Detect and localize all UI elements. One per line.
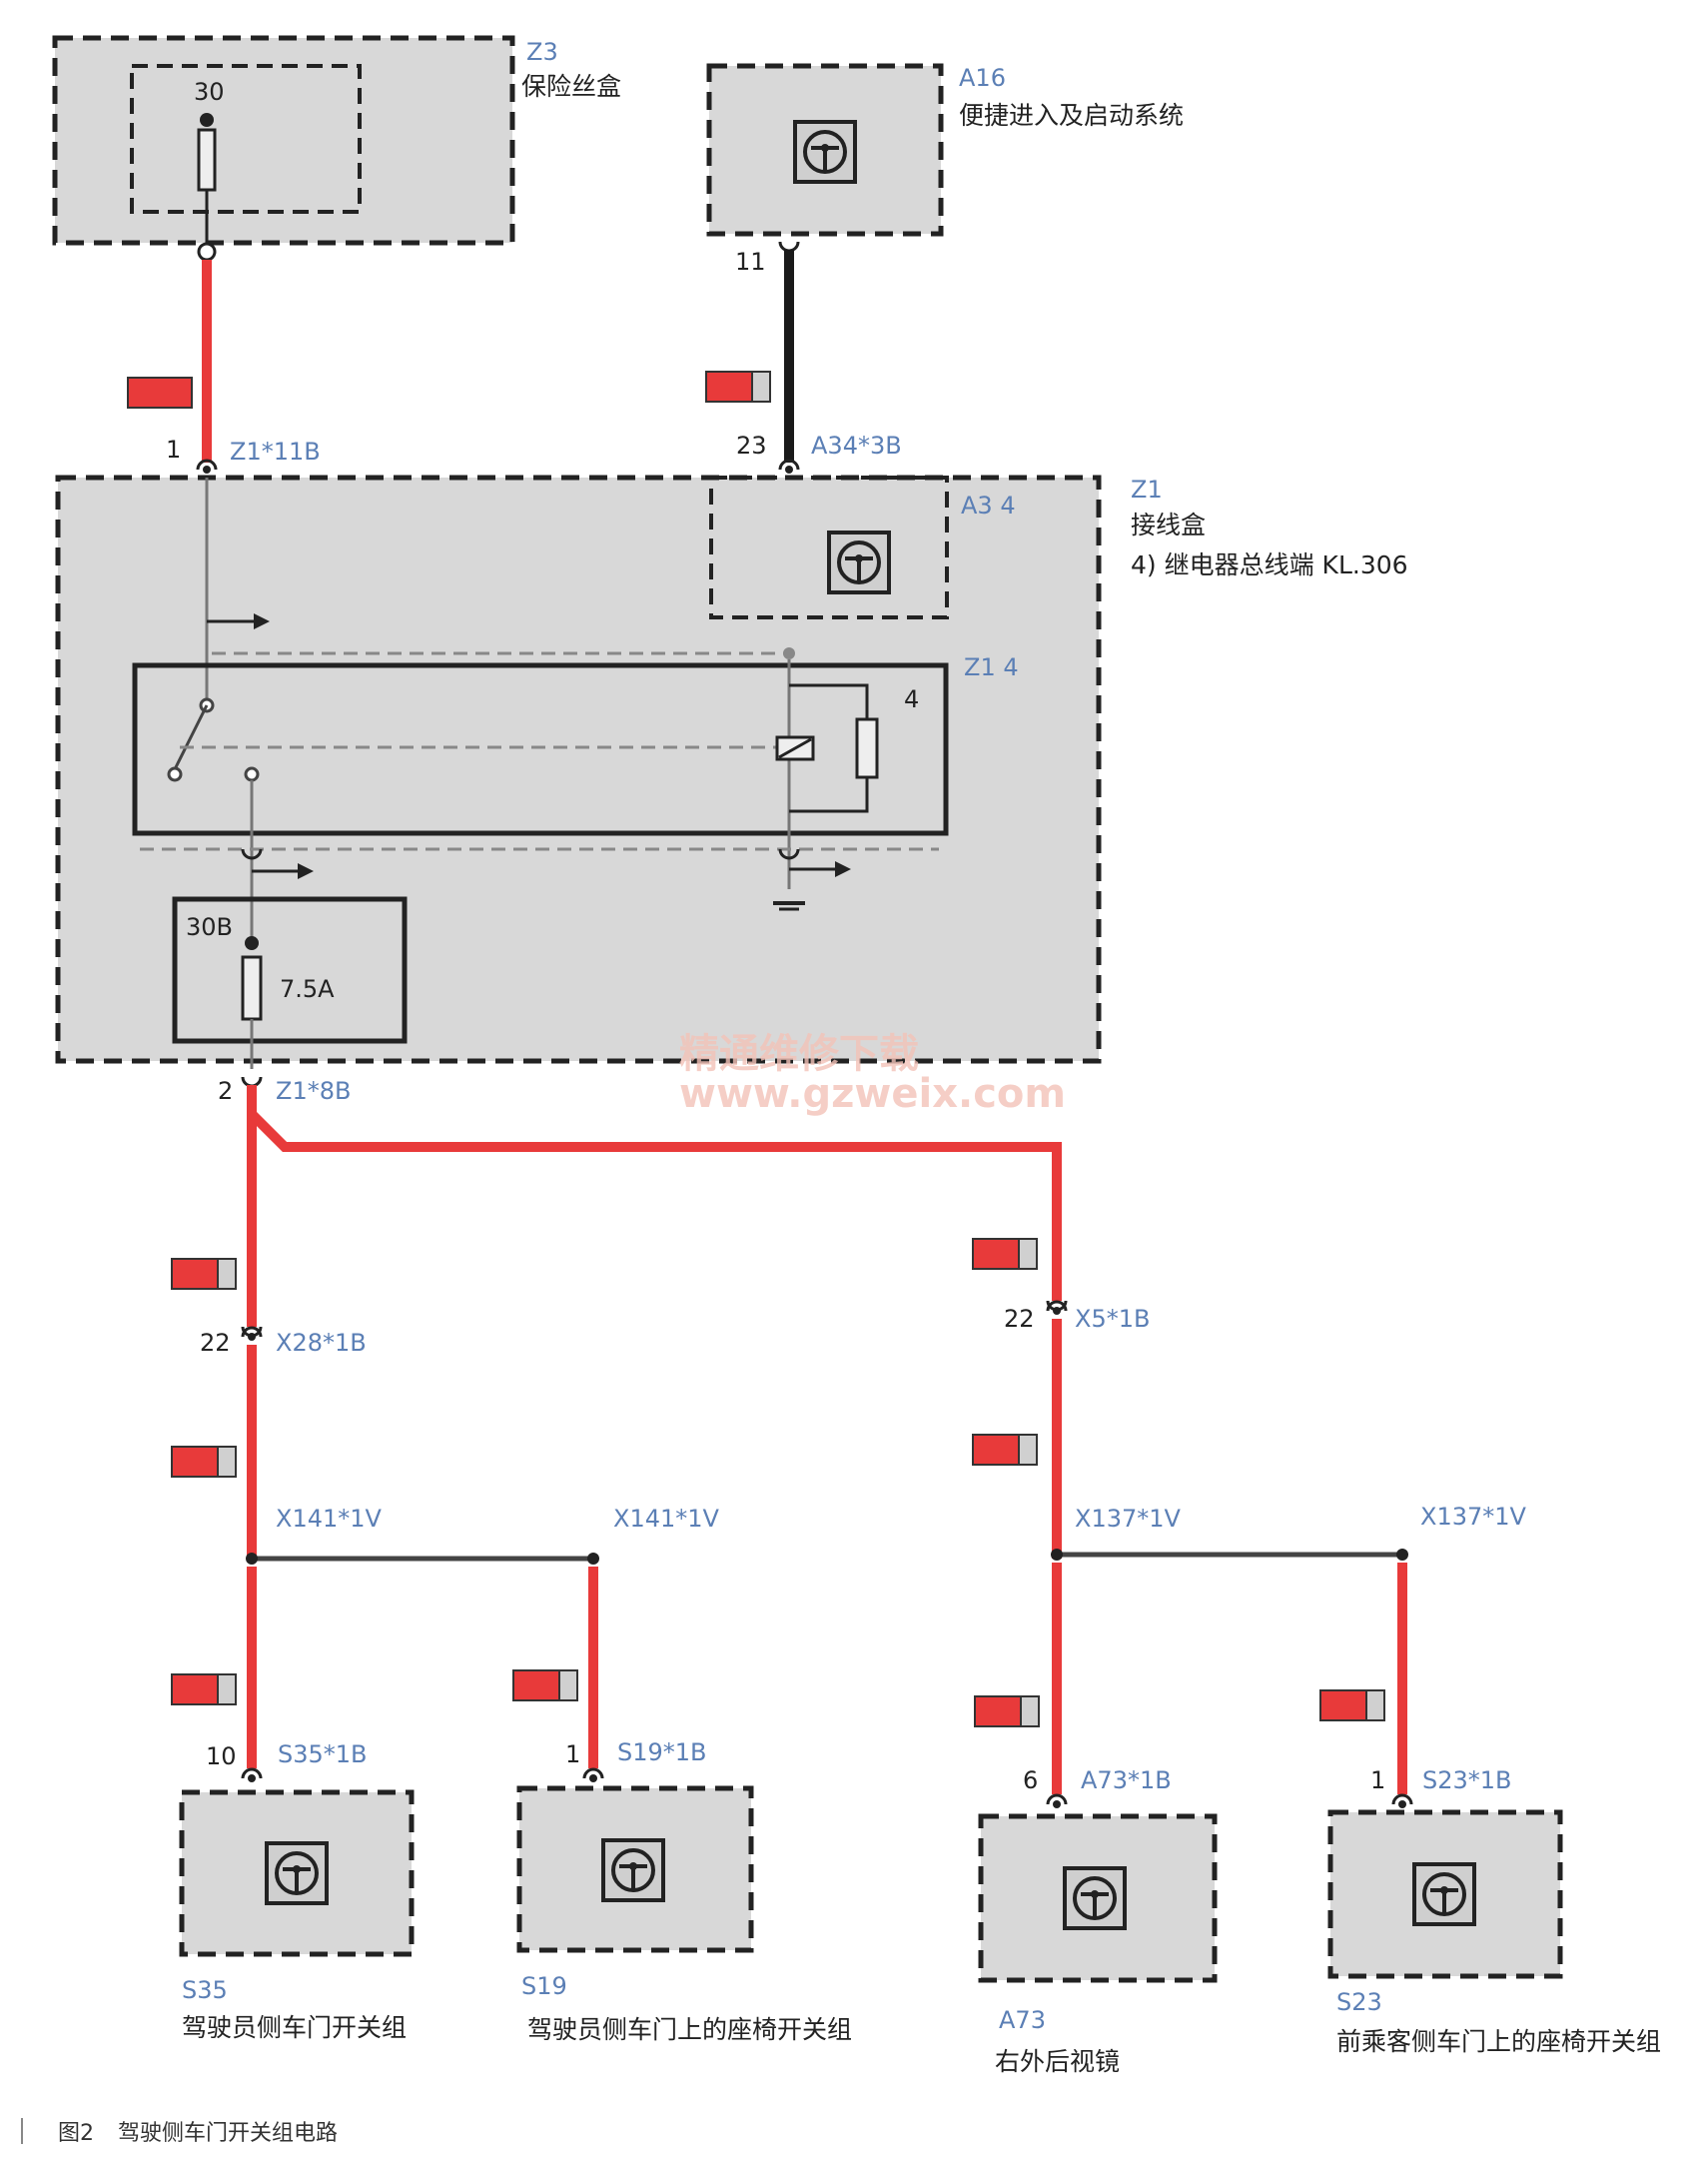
z3-code: Z3 [526, 38, 558, 66]
s35-code: S35 [182, 1976, 228, 2004]
s23-pin: 1 [1370, 1766, 1385, 1794]
x141-left-label: X141*1V [276, 1505, 383, 1533]
s23-conn-label: S23*1B [1422, 1766, 1512, 1794]
s19-switch-module: 1 S19*1B S19 驾驶员侧车门上的座椅开关组 [516, 1738, 852, 2044]
x5-pin: 22 [1004, 1305, 1035, 1333]
s23-switch-module: 1 S23*1B S23 前乘客侧车门上的座椅开关组 [1327, 1766, 1661, 2056]
x141-right-label: X141*1V [613, 1505, 720, 1533]
ecu-icon [1412, 1862, 1476, 1926]
a16-name: 便捷进入及启动系统 [959, 101, 1184, 130]
watermark-line2: www.gzweix.com [679, 1071, 1066, 1117]
a73-mirror-module: 6 A73*1B A73 右外后视镜 [978, 1766, 1218, 2076]
z1-8b-label: Z1*8B [276, 1077, 351, 1105]
relay-frame [132, 662, 949, 836]
s19-code: S19 [521, 1972, 567, 2000]
x137-splice: X137*1V X137*1V [1051, 1503, 1527, 1794]
ecu-icon [601, 1838, 665, 1902]
a73-name: 右外后视镜 [995, 2047, 1120, 2076]
fuse-30b-frame [172, 896, 408, 1044]
s19-pin: 1 [565, 1740, 580, 1768]
wire-color-tag [1319, 1689, 1385, 1721]
s23-code: S23 [1336, 1988, 1382, 2016]
x28-pin: 22 [200, 1329, 231, 1357]
x28-label: X28*1B [276, 1329, 367, 1357]
z1-junction-box: A3 4 Z1 4 4 30B [55, 475, 1102, 1069]
fuse-icon [197, 128, 217, 192]
wire-color-tag [974, 1695, 1040, 1727]
s23-name: 前乘客侧车门上的座椅开关组 [1336, 2027, 1661, 2056]
s35-conn-label: S35*1B [278, 1740, 368, 1768]
ecu-icon [1063, 1866, 1127, 1930]
a34-3b-label: A34*3B [811, 432, 902, 460]
relay-number: 4 [904, 685, 919, 713]
a3-label: A3 4 [961, 492, 1016, 520]
watermark-line1: 精通维修下载 [679, 1031, 919, 1077]
a73-conn-label: A73*1B [1081, 1766, 1172, 1794]
fuse-30b-label: 30B [186, 913, 233, 941]
a16-module: A16 便捷进入及启动系统 11 [706, 63, 1184, 276]
diode-resistor [855, 717, 879, 779]
wire-trunk-right [248, 1110, 1062, 1301]
a16-code: A16 [959, 64, 1006, 92]
figure-caption: 图2 驾驶侧车门开关组电路 [21, 2118, 338, 2146]
a34-3b-pin: 23 [736, 432, 767, 460]
x141-splice: X141*1V X141*1V [246, 1505, 720, 1768]
wire-color-tag [171, 1258, 237, 1290]
wire-color-tag [171, 1446, 237, 1478]
z1-code: Z1 [1131, 476, 1163, 504]
x5-label: X5*1B [1075, 1305, 1150, 1333]
z1-8b-pin: 2 [218, 1077, 233, 1105]
fuse-terminal-dot [200, 113, 214, 127]
s19-name: 驾驶员侧车门上的座椅开关组 [527, 2015, 852, 2044]
wire-color-tag [512, 1669, 578, 1701]
x137-left-label: X137*1V [1075, 1505, 1182, 1533]
z1-11b-pin: 1 [166, 436, 181, 464]
wire-color-tag [972, 1434, 1038, 1466]
a73-code: A73 [999, 2006, 1046, 2034]
fuse-rating: 7.5A [280, 975, 335, 1003]
fuse-icon [241, 955, 263, 1021]
caption-figure: 图2 [58, 2121, 94, 2146]
z3-name: 保险丝盒 [521, 72, 621, 101]
z1-name: 接线盒 [1131, 511, 1206, 540]
z1-note: 4) 继电器总线端 KL.306 [1131, 550, 1408, 579]
wire-color-tag [705, 371, 771, 403]
wire-color-tag [127, 377, 193, 409]
wire-color-tag [972, 1238, 1038, 1270]
z3-pin-label: 30 [194, 78, 225, 106]
s35-switch-module: 10 S35*1B S35 驾驶员侧车门开关组 [179, 1740, 415, 2042]
ecu-icon [827, 531, 891, 594]
wire-color-tag [171, 1673, 237, 1705]
a73-pin: 6 [1023, 1766, 1038, 1794]
a16-pin-label: 11 [735, 248, 766, 276]
s19-conn-label: S19*1B [617, 1738, 707, 1766]
s35-name: 驾驶员侧车门开关组 [182, 2013, 407, 2042]
z3-fuse-box: 30 Z3 保险丝盒 [52, 35, 621, 262]
z1-11b-label: Z1*11B [230, 438, 321, 466]
x137-right-label: X137*1V [1420, 1503, 1527, 1531]
s35-pin: 10 [206, 1742, 237, 1770]
terminal-circle [197, 242, 217, 262]
ecu-icon [265, 1841, 329, 1905]
ecu-icon [793, 120, 857, 184]
caption-title: 驾驶侧车门开关组电路 [118, 2121, 338, 2146]
z1-4-label: Z1 4 [964, 653, 1019, 681]
